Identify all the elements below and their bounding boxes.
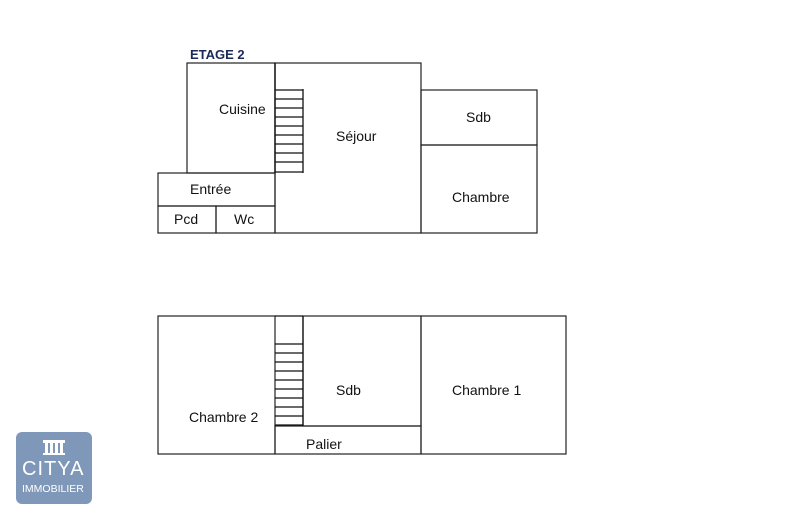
- label-entree: Entrée: [190, 181, 231, 197]
- label-chambre-2: Chambre 2: [189, 409, 258, 425]
- room-sejour: [274, 62, 422, 234]
- upper-level-plan: Cuisine Séjour Sdb Chambre Entrée Pcd Wc: [157, 62, 538, 234]
- column-icon: [43, 440, 65, 455]
- label-palier: Palier: [306, 436, 342, 452]
- label-chambre: Chambre: [452, 189, 510, 205]
- label-cuisine: Cuisine: [219, 101, 266, 117]
- room-chambre-1: [420, 315, 567, 455]
- floor-title: ETAGE 2: [190, 47, 245, 62]
- room-palier: [274, 425, 422, 455]
- room-cuisine: [186, 62, 276, 174]
- logo-background: [16, 432, 92, 504]
- label-sdb-lower: Sdb: [336, 382, 361, 398]
- citya-logo: CITYA IMMOBILIER: [16, 432, 92, 504]
- staircase-upper: [274, 63, 304, 173]
- label-pcd: Pcd: [174, 211, 198, 227]
- room-sdb-lower: [302, 315, 422, 427]
- room-wc: [215, 205, 276, 234]
- label-wc: Wc: [234, 211, 254, 227]
- room-chambre: [420, 144, 538, 234]
- room-chambre-2: [157, 315, 276, 455]
- logo-brand: CITYA: [22, 458, 84, 480]
- logo-tagline: IMMOBILIER: [22, 483, 84, 495]
- label-sejour: Séjour: [336, 128, 377, 144]
- label-sdb-upper: Sdb: [466, 109, 491, 125]
- staircase-lower: [275, 315, 304, 426]
- label-chambre-1: Chambre 1: [452, 382, 521, 398]
- lower-level-plan: Chambre 2 Sdb Chambre 1 Palier: [157, 315, 567, 455]
